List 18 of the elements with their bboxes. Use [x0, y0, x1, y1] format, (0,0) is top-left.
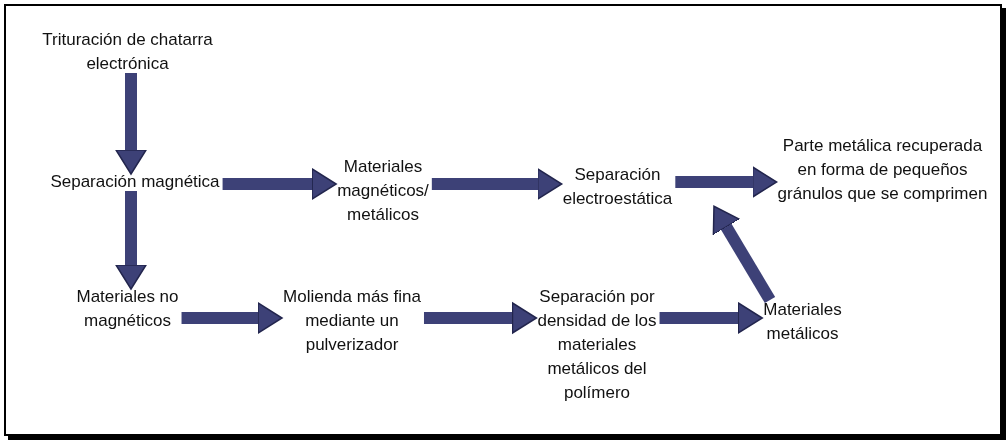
block-arrow — [181, 302, 283, 334]
block-arrow — [222, 168, 337, 200]
step-label: Materiales magnéticos/ metálicos — [336, 156, 430, 226]
block-arrow — [659, 302, 764, 334]
step-label: Separación por densidad de los materiales metálicos del polímero — [536, 286, 658, 404]
block-arrow — [675, 166, 778, 198]
block-arrow — [424, 302, 538, 334]
step-label: Separación electroestática — [561, 164, 674, 210]
block-arrow — [115, 191, 147, 290]
block-arrow — [115, 73, 147, 175]
step-label: Trituración de chatarra electrónica — [41, 29, 214, 75]
step-label: Separación magnética — [49, 171, 221, 193]
step-label: Molienda más fina mediante un pulverizador — [282, 286, 422, 356]
step-label: Materiales no magnéticos — [75, 286, 180, 332]
step-label: Parte metálica recuperada en forma de pequeños gránulos que se comprimen — [776, 135, 989, 205]
step-label: Materiales metálicos — [762, 299, 843, 345]
block-arrow — [712, 205, 776, 304]
block-arrow — [431, 168, 563, 200]
